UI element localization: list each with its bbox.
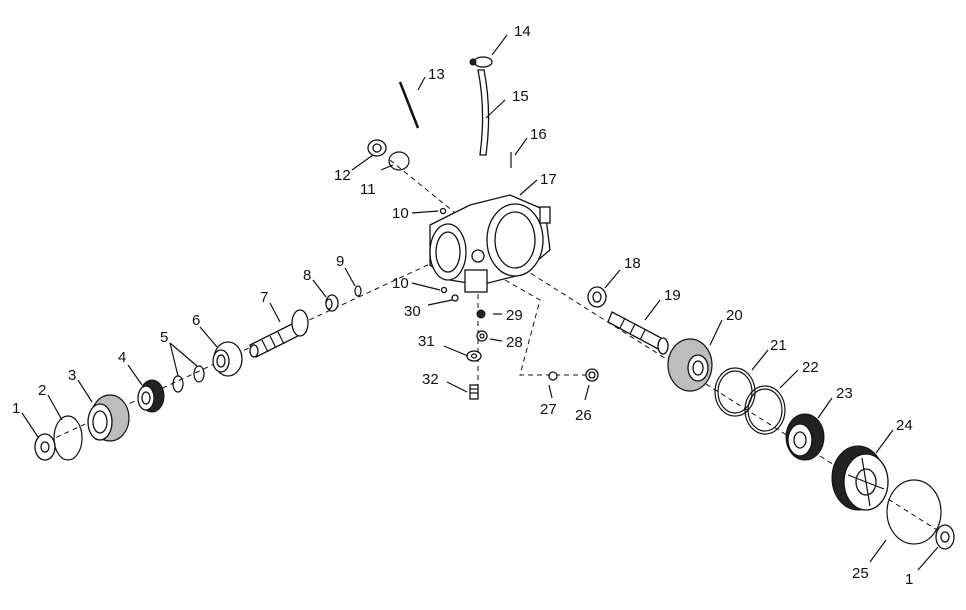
hose-part-15 bbox=[477, 69, 490, 156]
callout-25: 25 bbox=[852, 565, 869, 582]
callout-3: 3 bbox=[68, 367, 76, 384]
callout-11: 11 bbox=[360, 181, 376, 198]
callout-31: 31 bbox=[418, 333, 435, 350]
bearing-cup-part-3 bbox=[87, 394, 130, 442]
seal-part-18 bbox=[587, 286, 607, 308]
bearing-part-6 bbox=[212, 341, 243, 377]
callout-10a: 10 bbox=[392, 205, 409, 222]
callout-6: 6 bbox=[192, 312, 200, 329]
callout-21: 21 bbox=[770, 337, 787, 354]
callout-labels: 1 2 3 4 5 6 7 8 9 10 10 11 12 13 14 15 1… bbox=[12, 23, 913, 588]
nut-part-29 bbox=[476, 309, 486, 319]
callout-17: 17 bbox=[540, 171, 557, 188]
washer-part-1b bbox=[935, 524, 955, 550]
plugs-part-10 bbox=[439, 207, 448, 294]
cover-part-24 bbox=[831, 445, 889, 511]
washer-part-1a bbox=[34, 433, 56, 461]
vent-part-30 bbox=[451, 294, 459, 302]
callout-8: 8 bbox=[303, 267, 311, 284]
seal-part-12 bbox=[367, 139, 387, 157]
callout-20: 20 bbox=[726, 307, 743, 324]
callout-27: 27 bbox=[540, 401, 557, 418]
pinion-shaft-part-7 bbox=[249, 309, 309, 358]
oring-part-22 bbox=[744, 385, 786, 435]
bolts-part-13 bbox=[398, 81, 420, 129]
callout-9: 9 bbox=[336, 253, 344, 270]
bearing-part-23 bbox=[785, 413, 825, 461]
spacer-part-8 bbox=[325, 294, 339, 312]
callout-1a: 1 bbox=[12, 400, 20, 417]
callout-29: 29 bbox=[506, 307, 523, 324]
callout-22: 22 bbox=[802, 359, 819, 376]
bearing-part-4 bbox=[137, 379, 165, 413]
callout-1b: 1 bbox=[905, 571, 913, 588]
callout-2: 2 bbox=[38, 382, 46, 399]
nut-part-27 bbox=[548, 371, 558, 381]
callout-30: 30 bbox=[404, 303, 421, 320]
oring-part-2 bbox=[53, 415, 83, 461]
oring-part-25 bbox=[886, 479, 942, 545]
leader-lines bbox=[21, 34, 939, 571]
fitting-part-28 bbox=[476, 330, 488, 342]
callout-32: 32 bbox=[422, 371, 439, 388]
callout-26: 26 bbox=[575, 407, 592, 424]
bolt-part-32 bbox=[469, 384, 479, 400]
callout-14: 14 bbox=[514, 23, 531, 40]
callout-28: 28 bbox=[506, 334, 523, 351]
shaft-part-19 bbox=[607, 311, 669, 355]
ring-gear-part-20 bbox=[667, 338, 713, 392]
oring-part-11 bbox=[388, 151, 410, 171]
clamp-part-14 bbox=[469, 56, 493, 68]
callout-19: 19 bbox=[664, 287, 681, 304]
callout-12: 12 bbox=[334, 167, 351, 184]
rings-part-5 bbox=[172, 365, 205, 393]
callout-15: 15 bbox=[512, 88, 529, 105]
oring-part-21 bbox=[714, 367, 756, 417]
callout-24: 24 bbox=[896, 417, 913, 434]
callout-13: 13 bbox=[428, 66, 445, 83]
washer-part-31 bbox=[466, 350, 482, 362]
callout-5: 5 bbox=[160, 329, 168, 346]
ring-part-9 bbox=[354, 285, 362, 297]
callout-7: 7 bbox=[260, 289, 268, 306]
housing-part bbox=[429, 194, 551, 293]
callout-16: 16 bbox=[530, 126, 547, 143]
callout-18: 18 bbox=[624, 255, 641, 272]
callout-10b: 10 bbox=[392, 275, 409, 292]
cap-part-26 bbox=[585, 368, 599, 382]
callout-4: 4 bbox=[118, 349, 126, 366]
callout-23: 23 bbox=[836, 385, 853, 402]
